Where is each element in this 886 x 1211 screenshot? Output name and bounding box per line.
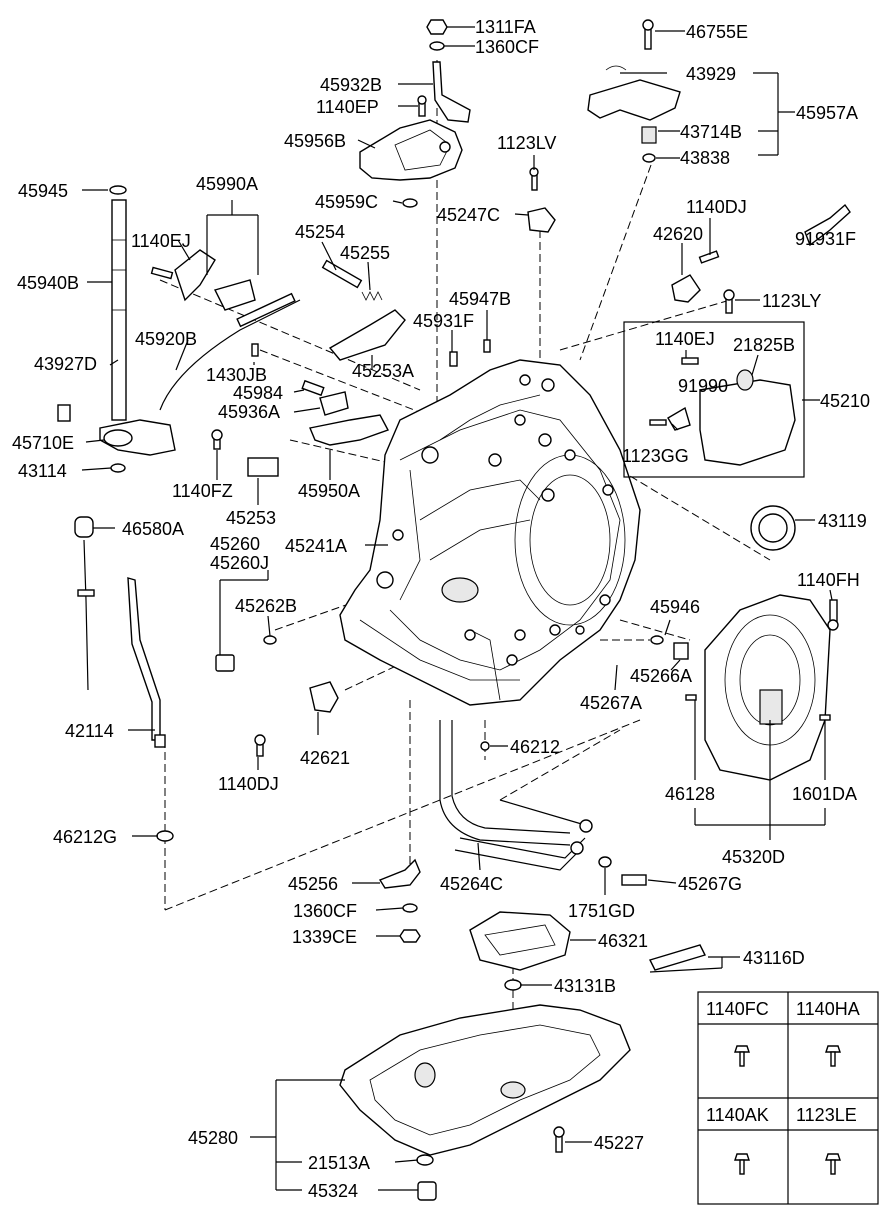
- part-labels: 1311FA 1360CF 46755E 43929 45932B 1140EP…: [12, 17, 870, 1201]
- part-label: 42620: [653, 224, 703, 244]
- part-label: 21513A: [308, 1153, 370, 1173]
- part-label: 1140EJ: [655, 329, 715, 349]
- top-components: [359, 19, 851, 367]
- part-label: 46755E: [686, 22, 748, 42]
- part-label: 45710E: [12, 433, 74, 453]
- legend-cell-label: 1140HA: [796, 999, 860, 1019]
- part-label: 21825B: [733, 335, 795, 355]
- part-label: 1140FZ: [172, 481, 233, 501]
- part-label: 1601DA: [792, 784, 857, 804]
- legend-cell-label: 1140FC: [706, 999, 769, 1019]
- part-label: 43838: [680, 148, 730, 168]
- part-label: 43114: [18, 461, 67, 481]
- part-label: 45947B: [449, 289, 511, 309]
- part-label: 42114: [65, 721, 114, 741]
- part-label: 1140EP: [316, 97, 379, 117]
- part-label: 45984: [233, 383, 283, 403]
- lower-components: [74, 516, 706, 1201]
- part-label: 1430JB: [206, 365, 267, 385]
- part-label: 91990: [678, 376, 728, 396]
- part-label: 45320D: [722, 847, 785, 867]
- part-label: 1311FA: [475, 17, 536, 37]
- part-label: 1140EJ: [131, 231, 191, 251]
- part-label: 45990A: [196, 174, 258, 194]
- part-label: 46321: [598, 931, 648, 951]
- part-label: 45260: [210, 534, 260, 554]
- part-label: 45241A: [285, 536, 347, 556]
- part-label: 1339CE: [292, 927, 357, 947]
- part-label: 43116D: [743, 948, 805, 968]
- part-label: 42621: [300, 748, 350, 768]
- legend-cell-label: 1123LE: [796, 1105, 857, 1125]
- part-label: 45324: [308, 1181, 358, 1201]
- legend-cell-label: 1140AK: [706, 1105, 769, 1125]
- part-label: 45940B: [17, 273, 79, 293]
- part-label: 45227: [594, 1133, 644, 1153]
- bolt-icon: [734, 1045, 750, 1067]
- part-label: 46580A: [122, 519, 184, 539]
- part-label: 1123LV: [497, 133, 556, 153]
- part-label: 45945: [18, 181, 68, 201]
- part-label: 45255: [340, 243, 390, 263]
- part-label: 45253: [226, 508, 276, 528]
- part-label: 45957A: [796, 103, 858, 123]
- transmission-case: [339, 359, 641, 706]
- right-components: [623, 321, 839, 781]
- part-label: 45262B: [235, 596, 297, 616]
- part-label: 1751GD: [568, 901, 635, 921]
- part-label: 46128: [665, 784, 715, 804]
- part-label: 45260J: [210, 553, 269, 573]
- part-label: 1360CF: [475, 37, 539, 57]
- part-label: 45950A: [298, 481, 360, 501]
- part-label: 43119: [818, 511, 867, 531]
- part-label: 1360CF: [293, 901, 357, 921]
- part-label: 1140DJ: [686, 197, 747, 217]
- part-label: 43131B: [554, 976, 616, 996]
- part-label: 45254: [295, 222, 345, 242]
- part-label: 45959C: [315, 192, 378, 212]
- part-label: 45267A: [580, 693, 642, 713]
- bolt-icon: [825, 1045, 841, 1067]
- part-label: 45936A: [218, 402, 280, 422]
- part-label: 45266A: [630, 666, 692, 686]
- shift-linkage: [57, 185, 406, 477]
- part-label: 45256: [288, 874, 338, 894]
- part-label: 45253A: [352, 361, 414, 381]
- part-label: 45956B: [284, 131, 346, 151]
- part-label: 43927D: [34, 354, 97, 374]
- part-label: 91931F: [795, 229, 856, 249]
- part-label: 45946: [650, 597, 700, 617]
- part-label: 1123GG: [622, 446, 689, 466]
- part-label: 1140FH: [797, 570, 860, 590]
- part-label: 45932B: [320, 75, 382, 95]
- leader-lines: [81, 26, 833, 1191]
- assembly-guide-lines: [159, 60, 771, 1090]
- part-label: 43929: [686, 64, 736, 84]
- fastener-legend-table: 1140FC 1140HA 1140AK 1123LE: [697, 991, 879, 1205]
- part-label: 45267G: [678, 874, 742, 894]
- part-label: 45280: [188, 1128, 238, 1148]
- part-label: 45210: [820, 391, 870, 411]
- part-label: 43714B: [680, 122, 742, 142]
- part-label: 45264C: [440, 874, 503, 894]
- part-label: 45247C: [437, 205, 500, 225]
- part-label: 1140DJ: [218, 774, 279, 794]
- part-label: 46212G: [53, 827, 117, 847]
- part-label: 1123LY: [762, 291, 821, 311]
- part-label: 46212: [510, 737, 560, 757]
- bolt-icon: [825, 1153, 841, 1175]
- bolt-icon: [734, 1153, 750, 1175]
- part-label: 45920B: [135, 329, 197, 349]
- part-label: 45931F: [413, 311, 474, 331]
